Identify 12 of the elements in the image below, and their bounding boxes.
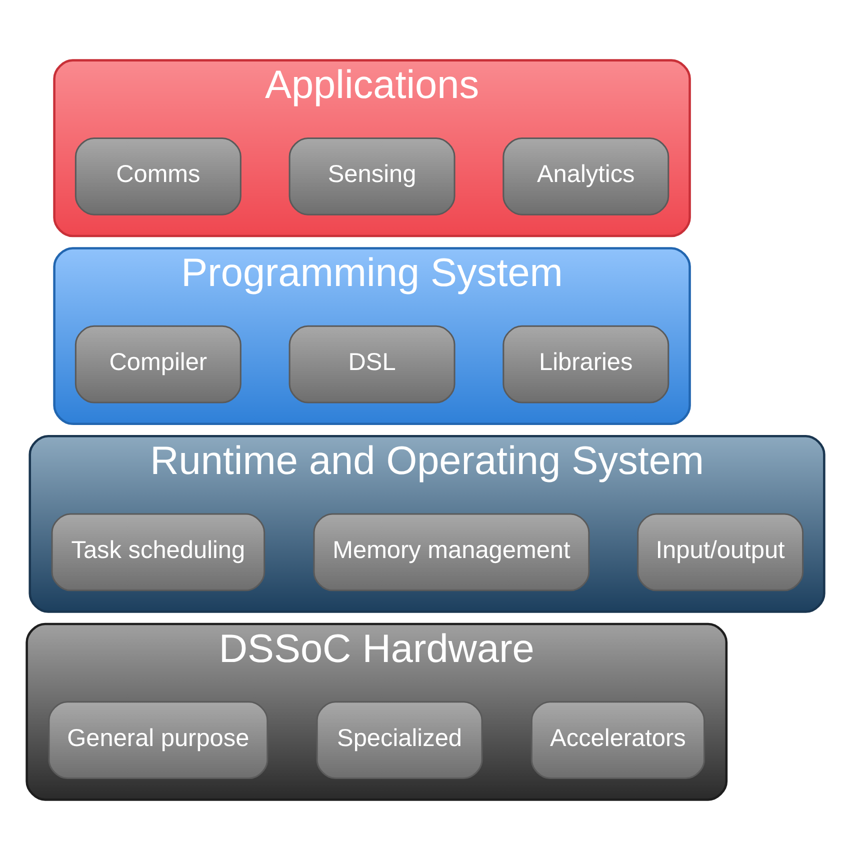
node-box: Memory management: [313, 513, 590, 592]
node-box: Comms: [74, 137, 242, 216]
node-box: Sensing: [288, 137, 456, 216]
node-box: Specialized: [316, 701, 483, 780]
node-box: Task scheduling: [51, 513, 266, 592]
node-box: Accelerators: [530, 701, 706, 780]
node-box: Compiler: [74, 325, 242, 404]
node-box: DSL: [288, 325, 456, 404]
node-box: Analytics: [502, 137, 670, 216]
node-box: Libraries: [502, 325, 670, 404]
node-box: Input/output: [637, 513, 804, 592]
node-box: General purpose: [48, 701, 268, 780]
